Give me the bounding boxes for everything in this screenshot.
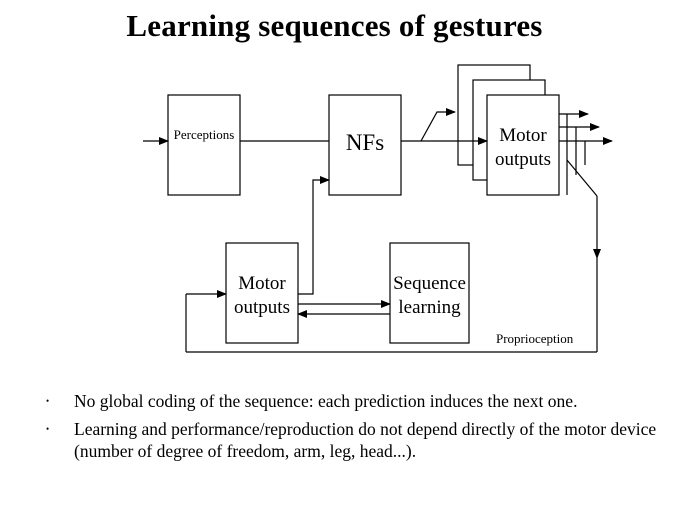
motor-outputs-bottom-line2: outputs bbox=[234, 297, 290, 318]
motor-outputs-top-label: Motor outputs bbox=[487, 124, 559, 172]
modulation-arrow bbox=[420, 108, 456, 142]
motor-outputs-bottom-label: Motor outputs bbox=[226, 272, 298, 320]
bullet-dot-icon: • bbox=[46, 424, 50, 434]
proprioception-label: Proprioception bbox=[496, 331, 574, 346]
slide-title: Learning sequences of gestures bbox=[126, 8, 543, 43]
motor-outputs-top-line1: Motor bbox=[499, 125, 547, 146]
bullet-text: Learning and performance/reproduction do… bbox=[74, 419, 657, 461]
nfs-box bbox=[328, 94, 402, 196]
bullet-dot-icon: • bbox=[46, 396, 50, 406]
sequence-learning-box bbox=[389, 242, 470, 344]
bullet-item: • Learning and performance/reproduction … bbox=[38, 418, 668, 462]
nfs-label: NFs bbox=[345, 130, 385, 155]
perceptions-label: Perceptions bbox=[173, 127, 235, 142]
motor-outputs-bottom-line1: Motor bbox=[238, 273, 286, 294]
sequence-learning-line1: Sequence bbox=[393, 273, 466, 294]
motor-outputs-box-front bbox=[486, 94, 560, 196]
sequence-learning-line2: learning bbox=[398, 297, 461, 318]
sequence-learning-label: Sequence learning bbox=[390, 272, 469, 320]
motor-outputs-top-line2: outputs bbox=[495, 149, 551, 170]
bullet-text: No global coding of the sequence: each p… bbox=[74, 391, 578, 411]
bullet-item: • No global coding of the sequence: each… bbox=[38, 390, 668, 412]
bullet-list: • No global coding of the sequence: each… bbox=[38, 390, 668, 468]
motor-outputs-box-bottom bbox=[225, 242, 299, 344]
perceptions-box bbox=[167, 94, 241, 196]
